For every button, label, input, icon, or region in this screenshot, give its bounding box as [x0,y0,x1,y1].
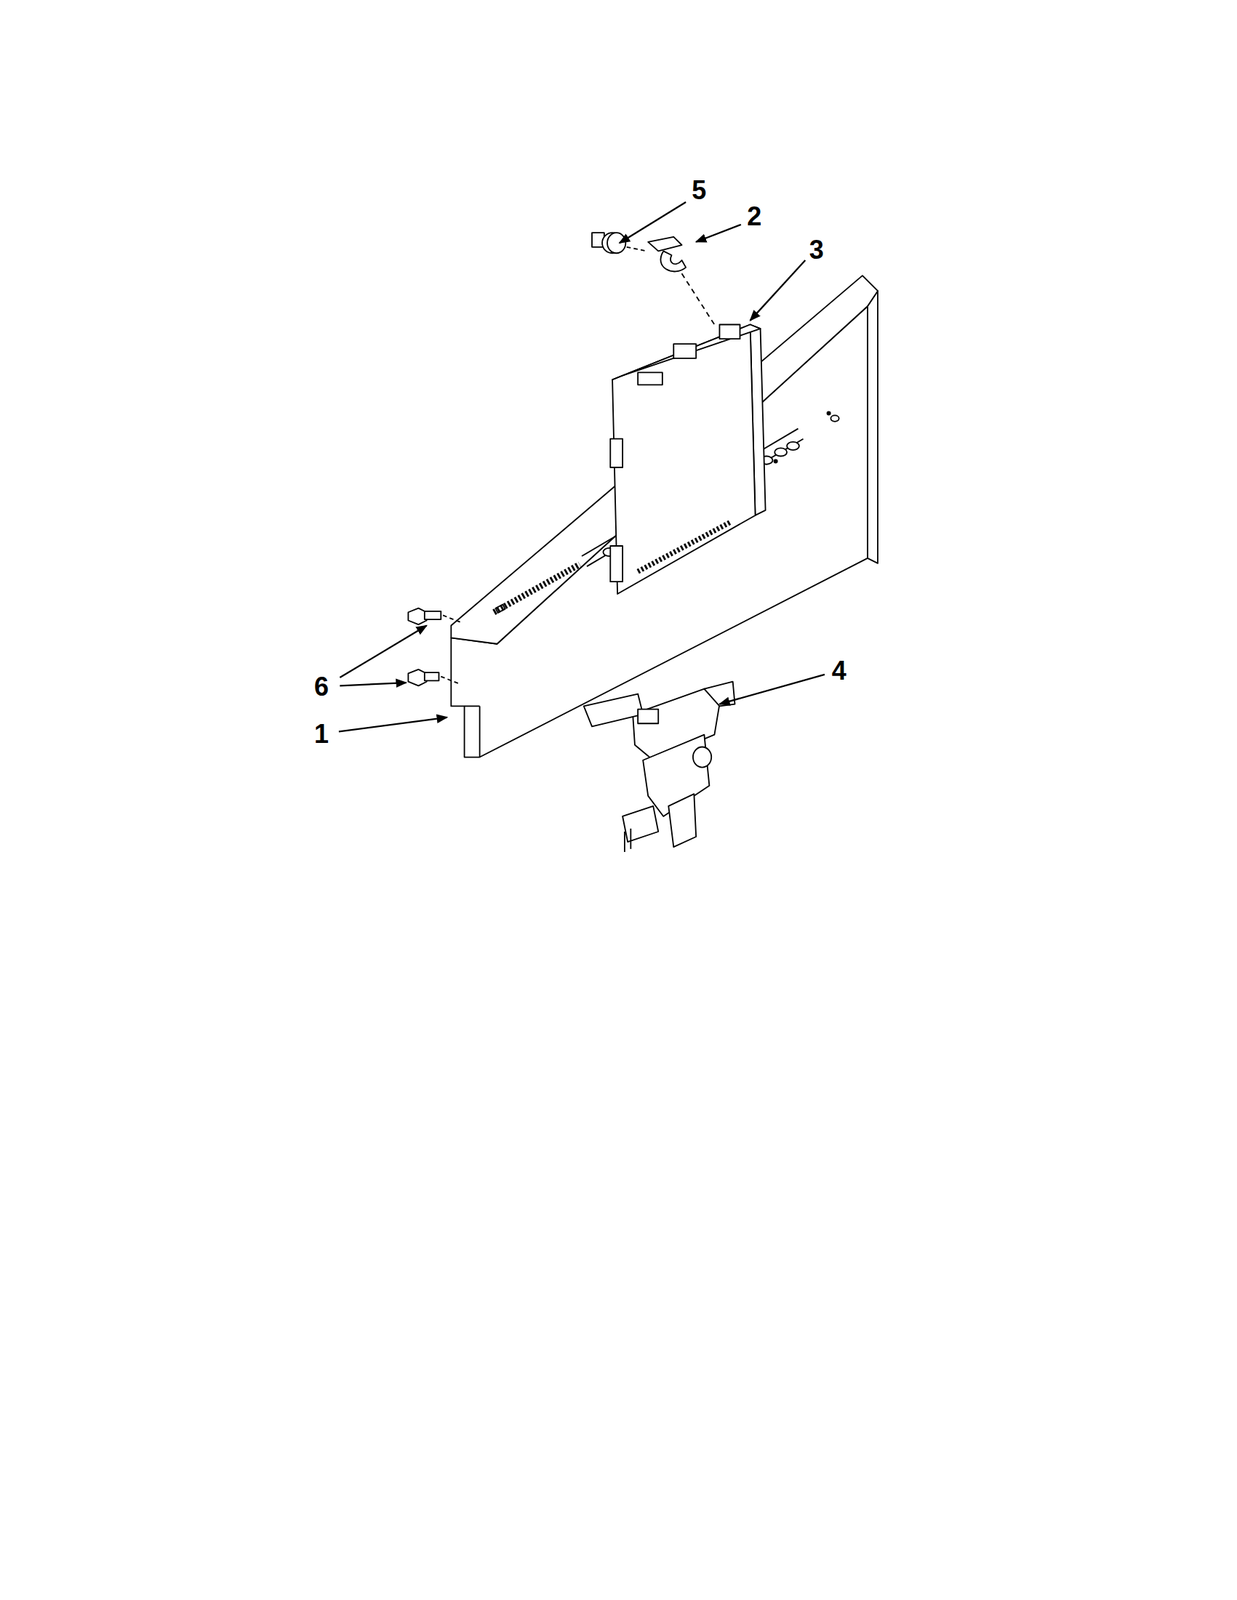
callout-number: 6 [314,674,329,701]
control-board [610,324,766,595]
callout-number: 5 [691,177,707,204]
latch-assembly [583,682,736,853]
leader-lines [338,202,825,732]
control-panel [450,275,878,758]
screw [407,608,462,687]
sensor-clip [647,237,715,326]
callout-number: 3 [809,237,824,264]
callout-number: 1 [314,721,329,748]
callout-number: 4 [831,658,847,685]
callout-number: 2 [746,203,762,230]
thermistor [591,232,648,254]
